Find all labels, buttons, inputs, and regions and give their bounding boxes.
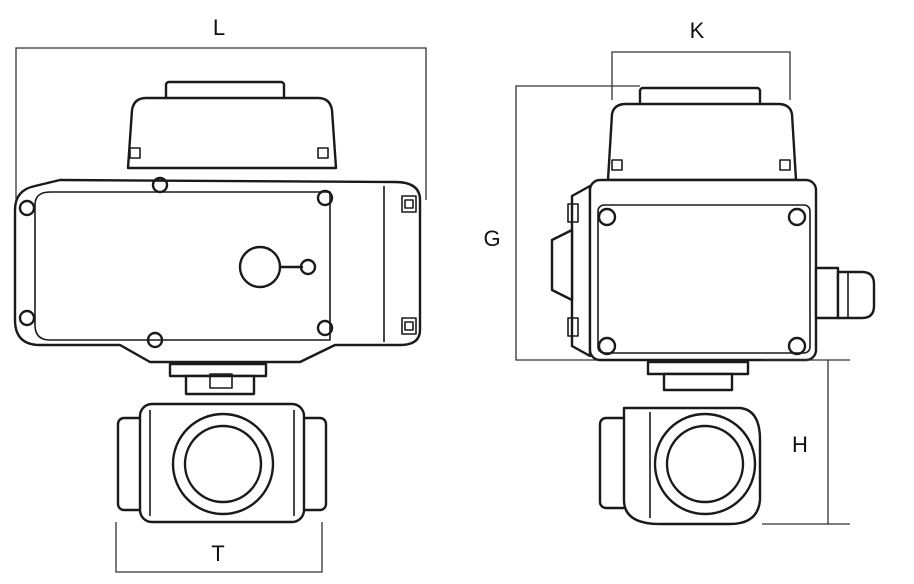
side-actuator-housing: [550, 178, 876, 362]
front-top-cover: [126, 80, 338, 170]
dimension-label-g: G: [483, 226, 500, 251]
front-actuator-housing: [13, 176, 422, 364]
front-valve-body: [116, 402, 328, 524]
front-bracket: [168, 362, 268, 396]
side-valve-body: [598, 406, 762, 526]
dimension-h-frame: [762, 359, 850, 525]
side-top-cover: [606, 86, 798, 182]
dimension-label-h: H: [792, 432, 808, 457]
dimension-label-k: K: [690, 18, 705, 43]
dimension-l-frame: [15, 47, 427, 200]
dimension-k-frame: [611, 51, 791, 100]
side-bracket: [646, 360, 750, 392]
side-view: [515, 51, 876, 526]
dimension-label-l: L: [213, 15, 225, 40]
dimension-t-frame: [115, 522, 323, 573]
dimension-g-frame: [515, 85, 640, 361]
dimension-label-t: T: [211, 541, 224, 566]
front-view: [13, 47, 427, 573]
